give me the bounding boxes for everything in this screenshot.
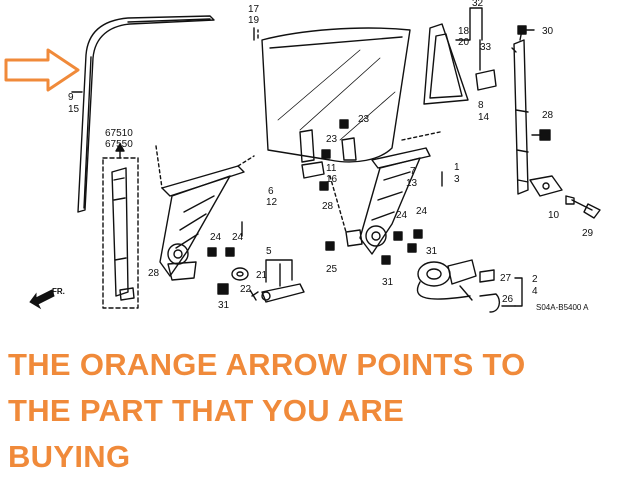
label-16: 16 — [326, 174, 338, 185]
label-4: 4 — [532, 286, 538, 297]
label-24-a: 24 — [210, 232, 222, 243]
diagram-code: S04A-B5400 A — [536, 303, 589, 312]
label-24-b: 24 — [232, 232, 244, 243]
label-31-c: 31 — [218, 300, 230, 311]
label-23-top: 23 — [358, 114, 370, 125]
door-glass-part — [257, 27, 411, 163]
label-28-right: 28 — [542, 110, 554, 121]
label-1: 1 — [454, 162, 460, 173]
right-window-regulator — [329, 131, 441, 255]
label-22: 22 — [240, 284, 252, 295]
label-5: 5 — [266, 246, 272, 257]
label-6: 6 — [268, 186, 274, 197]
label-25: 25 — [326, 264, 338, 275]
label-10: 10 — [548, 210, 560, 221]
label-12: 12 — [266, 197, 278, 208]
label-28-mid: 28 — [322, 201, 334, 212]
label-20: 20 — [458, 37, 470, 48]
label-19: 19 — [248, 15, 260, 26]
label-3: 3 — [454, 174, 460, 185]
callout-line-1: THE ORANGE ARROW POINTS TO — [8, 347, 526, 382]
buyer-callout: THE ORANGE ARROW POINTS TO THE PART THAT… — [8, 342, 632, 480]
parts-diagram: 9 15 67510 67550 17 19 32 18 20 33 30 8 … — [4, 0, 601, 313]
label-33: 33 — [480, 42, 492, 53]
label-67510: 67510 — [105, 128, 133, 139]
orange-arrow-icon — [4, 48, 80, 92]
label-18: 18 — [458, 26, 470, 37]
callout-line-3: BUYING — [8, 439, 131, 474]
window-motor-part — [416, 259, 501, 313]
label-17: 17 — [248, 4, 260, 15]
quarter-glass-part — [423, 23, 497, 105]
label-24-c: 24 — [396, 210, 408, 221]
garnish-dashed-box — [102, 143, 139, 309]
label-9: 9 — [68, 92, 74, 103]
label-67550: 67550 — [105, 139, 133, 150]
label-31-a: 31 — [426, 246, 438, 257]
label-fr: FR. — [52, 287, 65, 296]
front-direction-icon — [29, 289, 55, 310]
label-30: 30 — [542, 26, 554, 37]
label-32: 32 — [472, 0, 484, 9]
label-21: 21 — [256, 270, 268, 281]
label-23-mid: 23 — [326, 134, 338, 145]
label-15: 15 — [68, 104, 80, 115]
label-27: 27 — [500, 273, 512, 284]
center-channel-part — [511, 29, 529, 195]
label-11: 11 — [326, 163, 337, 174]
left-window-regulator — [155, 145, 255, 281]
callout-line-2: THE PART THAT YOU ARE — [8, 393, 405, 428]
label-29: 29 — [582, 228, 594, 239]
label-7: 7 — [410, 166, 416, 177]
label-14: 14 — [478, 112, 490, 123]
label-26: 26 — [502, 294, 514, 305]
label-13: 13 — [406, 178, 418, 189]
door-run-channel-part — [77, 15, 215, 213]
label-2: 2 — [532, 274, 538, 285]
label-31-b: 31 — [382, 277, 394, 288]
label-24-d: 24 — [416, 206, 428, 217]
label-28-left: 28 — [148, 268, 160, 279]
label-8: 8 — [478, 100, 484, 111]
